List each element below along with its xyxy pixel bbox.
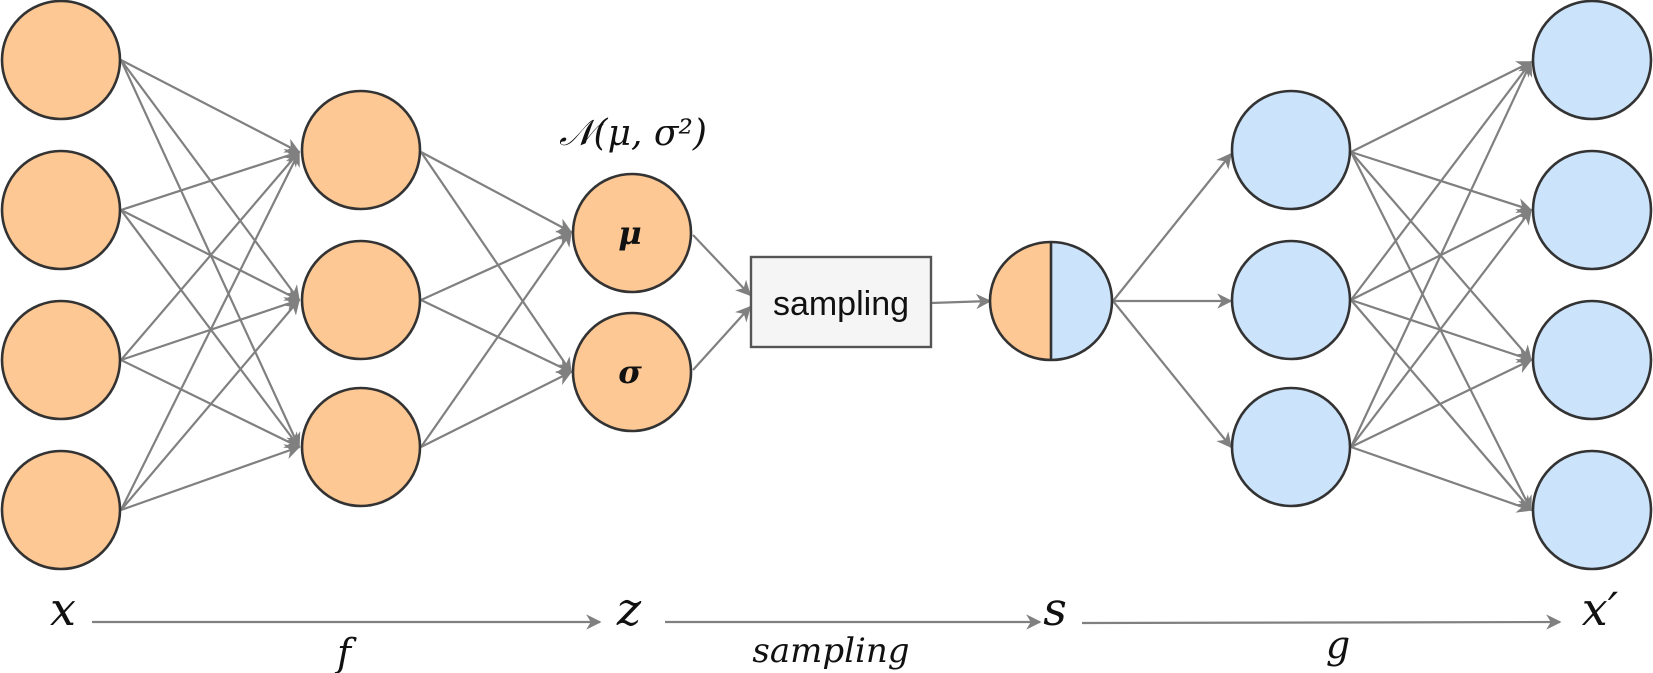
mu-node bbox=[571, 172, 693, 294]
output-node bbox=[1531, 449, 1653, 571]
encoder-hidden-node bbox=[300, 89, 422, 211]
latent-layer: 𝒩(μ, σ²) μ σ bbox=[559, 113, 707, 433]
mu-label: μ bbox=[618, 214, 641, 252]
decoder-hidden-layer bbox=[1230, 89, 1352, 508]
stage-label-z: z bbox=[616, 582, 642, 636]
encoder-hidden-node bbox=[300, 386, 422, 508]
stage-label-x: x bbox=[50, 582, 76, 636]
input-node bbox=[0, 299, 122, 421]
output-node bbox=[1531, 0, 1653, 121]
sampling-box: sampling bbox=[749, 255, 933, 349]
sigma-node bbox=[571, 311, 693, 433]
decoder-hidden-node bbox=[1230, 239, 1352, 361]
input-node bbox=[0, 449, 122, 571]
arrow-label-sampling: sampling bbox=[752, 631, 909, 671]
output-layer bbox=[1531, 0, 1653, 571]
edges-s-to-decoder bbox=[1112, 152, 1233, 449]
sampled-node bbox=[988, 240, 1114, 362]
decoder-hidden-node bbox=[1230, 89, 1352, 211]
edges-latent-to-sampling bbox=[692, 234, 992, 371]
edges-input-to-hidden bbox=[120, 59, 301, 512]
sigma-label: σ bbox=[618, 353, 642, 391]
edges-hidden-to-latent bbox=[420, 151, 573, 448]
input-node bbox=[0, 0, 122, 121]
arrow-label-f: f bbox=[334, 631, 357, 673]
stage-label-x-prime: x′ bbox=[1582, 582, 1619, 636]
distribution-label: 𝒩(μ, σ²) bbox=[559, 113, 707, 154]
sampling-box-label: sampling bbox=[773, 285, 909, 323]
input-node bbox=[0, 149, 122, 271]
input-layer bbox=[0, 0, 122, 571]
encoder-hidden-layer bbox=[300, 89, 422, 508]
pipeline: x f z sampling s g x′ bbox=[50, 582, 1619, 673]
arrow-label-g: g bbox=[1326, 623, 1350, 667]
encoder-hidden-node bbox=[300, 239, 422, 361]
decoder-hidden-node bbox=[1230, 386, 1352, 508]
output-node bbox=[1531, 299, 1653, 421]
output-node bbox=[1531, 149, 1653, 271]
stage-label-s: s bbox=[1043, 582, 1067, 636]
edges-decoder-to-output bbox=[1350, 60, 1533, 513]
